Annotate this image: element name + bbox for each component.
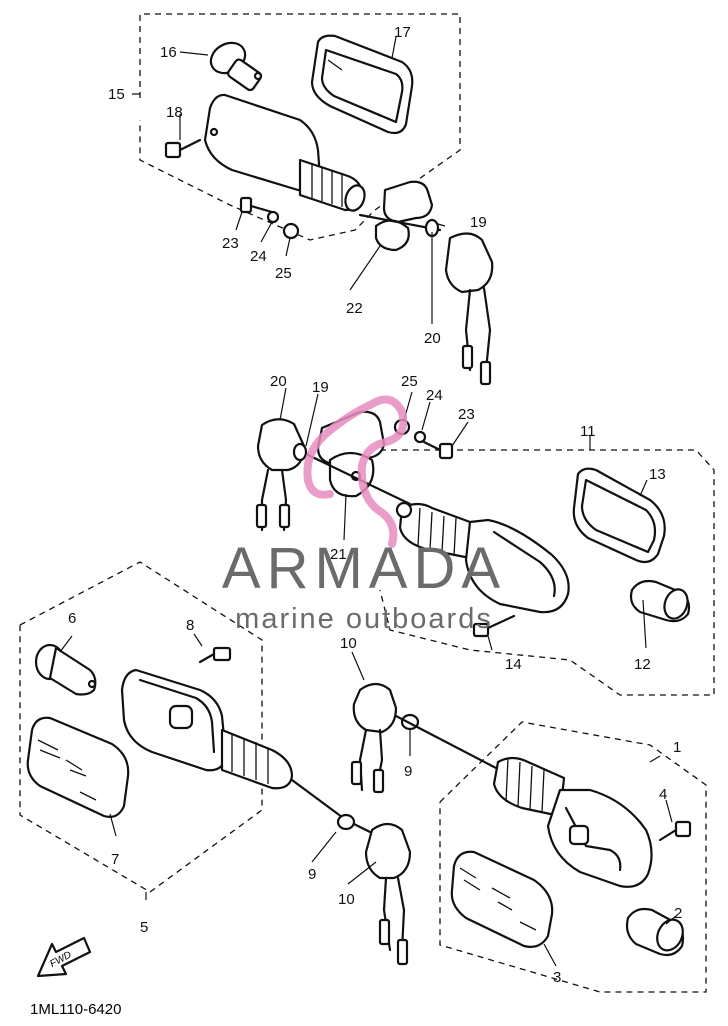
callout-20a: 20 xyxy=(424,330,441,347)
bracket-22 xyxy=(374,180,434,252)
callout-18: 18 xyxy=(166,104,183,121)
callout-16: 16 xyxy=(160,44,177,61)
flasher-housing-11 xyxy=(395,501,570,614)
socket-20 xyxy=(444,232,494,386)
armada-watermark: ARMADA marine outboards xyxy=(222,395,506,635)
callout-11: 11 xyxy=(580,423,596,440)
bolt-23-top xyxy=(239,196,274,214)
callout-21: 21 xyxy=(330,546,347,563)
callout-5: 5 xyxy=(140,919,148,936)
callout-10b: 10 xyxy=(338,891,355,908)
lens-7 xyxy=(26,716,130,818)
socket-10-middle xyxy=(350,682,398,794)
callout-12: 12 xyxy=(634,656,651,673)
callout-23b: 23 xyxy=(458,406,475,423)
watermark-brand: ARMADA xyxy=(222,536,506,601)
lens-3 xyxy=(450,850,554,948)
bulb-12 xyxy=(629,579,691,623)
callout-24b: 24 xyxy=(426,387,443,404)
callout-10a: 10 xyxy=(340,635,357,652)
screw-8 xyxy=(198,646,232,664)
bulb-16 xyxy=(209,41,263,92)
seahorse-logo xyxy=(303,395,408,548)
callout-15: 15 xyxy=(108,86,125,103)
grommet-19-middle xyxy=(292,442,308,462)
washer-24-middle xyxy=(413,430,427,444)
bulb-2 xyxy=(625,907,685,957)
callout-17: 17 xyxy=(394,24,411,41)
callout-2: 2 xyxy=(674,905,682,922)
callout-25a: 25 xyxy=(275,265,292,282)
callout-4: 4 xyxy=(659,786,667,803)
callout-6: 6 xyxy=(68,610,76,627)
callout-22: 22 xyxy=(346,300,363,317)
screw-14 xyxy=(472,614,516,638)
washer-24-top xyxy=(266,210,280,224)
bulb-6 xyxy=(34,643,97,696)
callout-9b: 9 xyxy=(308,866,316,883)
callout-9a: 9 xyxy=(404,763,412,780)
screw-18 xyxy=(164,138,202,159)
callout-20b: 20 xyxy=(270,373,287,390)
fwd-arrow-icon: FWD xyxy=(36,936,92,978)
callout-3: 3 xyxy=(553,969,561,986)
lens-17 xyxy=(310,34,414,135)
flasher-housing-5 xyxy=(120,668,294,790)
callout-25b: 25 xyxy=(401,373,418,390)
watermark-tagline: marine outboards xyxy=(235,603,493,635)
callout-19b: 19 xyxy=(312,379,329,396)
assembly-15-rear-flasher-top xyxy=(132,13,494,386)
bracket-21 xyxy=(316,410,386,498)
assembly-1-front-flasher-right xyxy=(350,651,707,993)
lens-13 xyxy=(572,467,666,564)
callout-7: 7 xyxy=(111,851,119,868)
callout-labels: 1 2 3 4 5 6 7 8 9 9 10 10 11 12 13 14 15… xyxy=(68,24,682,986)
callout-19a: 19 xyxy=(470,214,487,231)
callout-13: 13 xyxy=(649,466,666,483)
callout-8: 8 xyxy=(186,617,194,634)
flasher-housing-15 xyxy=(203,93,366,212)
drawing-code: 1ML110-6420 xyxy=(30,1001,121,1018)
nut-25-top xyxy=(282,222,300,240)
callout-1: 1 xyxy=(673,739,681,756)
grommet-9-left xyxy=(336,813,356,831)
flasher-housing-1 xyxy=(492,756,653,888)
socket-10-left xyxy=(364,822,412,966)
assembly-5-front-flasher-left xyxy=(19,561,412,966)
callout-14: 14 xyxy=(505,656,522,673)
socket-20-middle xyxy=(255,418,306,532)
bolt-23-middle xyxy=(418,438,454,460)
screw-4 xyxy=(658,820,692,842)
callout-24a: 24 xyxy=(250,248,267,265)
callout-23a: 23 xyxy=(222,235,239,252)
